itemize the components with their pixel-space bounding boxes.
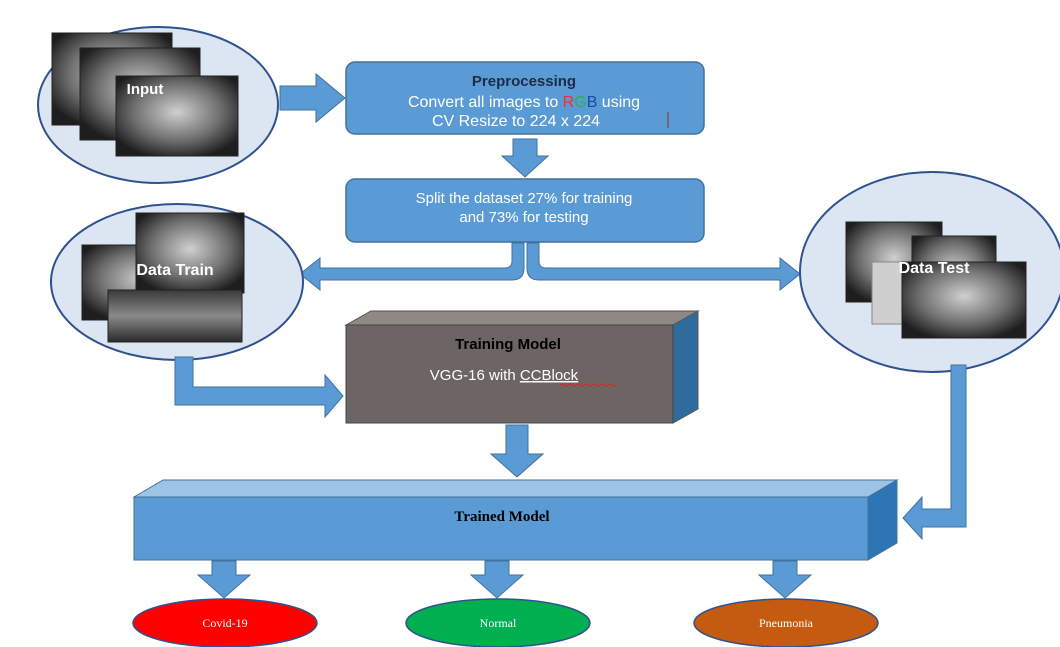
xray-image-stack: [81, 212, 245, 343]
preprocessing-title: Preprocessing: [472, 73, 576, 90]
training-model-subtitle: VGG-16 with CCBlock: [430, 367, 579, 384]
training-model-box: Training Model VGG-16 with CCBlock: [344, 310, 700, 424]
xray-image-stack: [845, 221, 1027, 339]
input-label: Input: [127, 81, 164, 98]
split-line1: Split the dataset 27% for training: [416, 190, 633, 207]
arrow-to-normal: [469, 560, 525, 599]
arrow-train-to-model: [174, 356, 344, 419]
data-train-node: Data Train: [50, 203, 304, 361]
output-covid: Covid-19: [132, 598, 318, 647]
output-normal: Normal: [405, 598, 591, 647]
preprocessing-box: Preprocessing Convert all images to RGB …: [345, 61, 705, 135]
arrow-input-to-preprocessing: [279, 72, 346, 124]
rgb-g: G: [574, 94, 586, 111]
arrow-split-to-train: [299, 242, 525, 292]
split-line2: and 73% for testing: [459, 209, 588, 226]
arrow-model-to-trained: [489, 424, 545, 478]
data-test-label: Data Test: [899, 260, 971, 277]
arrow-to-covid: [196, 560, 252, 599]
output-normal-label: Normal: [480, 616, 517, 630]
arrow-test-to-trained: [902, 364, 967, 541]
output-pneumonia: Pneumonia: [693, 598, 879, 647]
data-test-node: Data Test: [799, 171, 1060, 373]
data-train-label: Data Train: [136, 262, 213, 279]
ccblock-word: CCBlock: [520, 367, 579, 384]
output-covid-label: Covid-19: [202, 616, 247, 630]
split-box: Split the dataset 27% for training and 7…: [345, 178, 705, 243]
preprocessing-line2: CV Resize to 224 x 224: [432, 113, 600, 130]
xray-image-stack: [51, 32, 239, 157]
preprocessing-line1: Convert all images to RGB using: [408, 94, 640, 111]
rgb-b: B: [587, 94, 598, 111]
spellcheck-underline: [559, 383, 617, 387]
rgb-r: R: [563, 94, 575, 111]
trained-model-title: Trained Model: [454, 509, 549, 525]
arrow-to-pneumonia: [757, 560, 813, 599]
training-model-title: Training Model: [455, 336, 561, 353]
arrow-split-to-test: [526, 242, 801, 292]
arrow-preprocessing-to-split: [500, 138, 550, 178]
trained-model-box: Trained Model: [132, 479, 899, 561]
input-node: Input: [37, 26, 279, 184]
output-pneumonia-label: Pneumonia: [759, 616, 814, 630]
